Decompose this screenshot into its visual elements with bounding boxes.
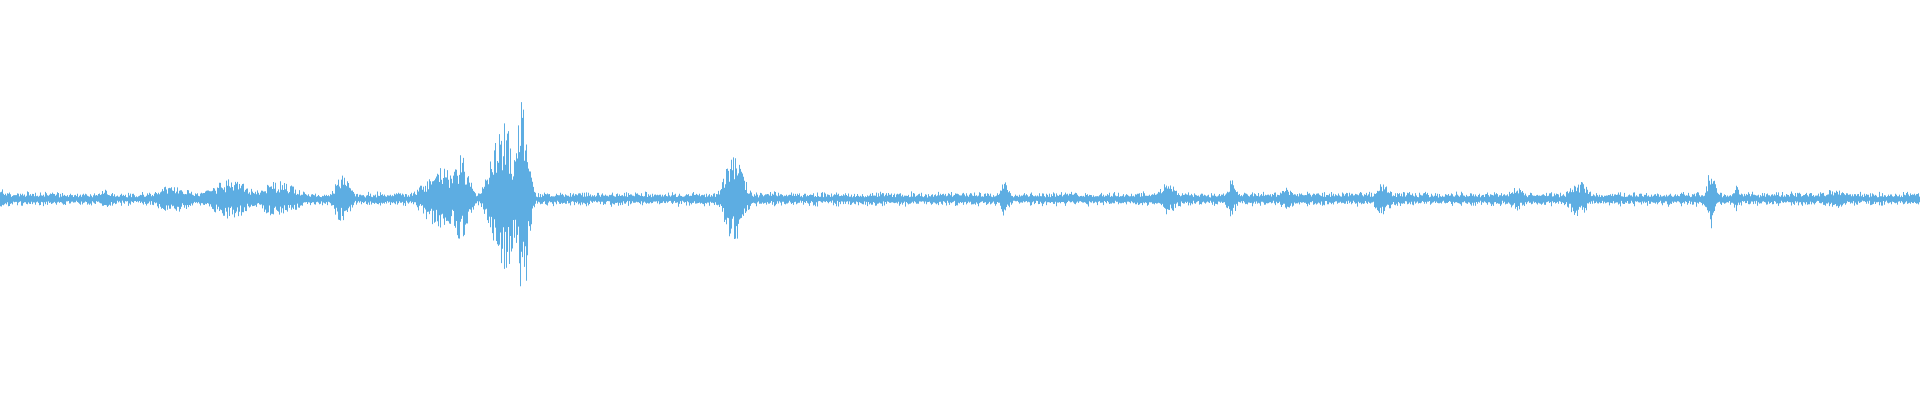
waveform-path: [0, 102, 1920, 287]
